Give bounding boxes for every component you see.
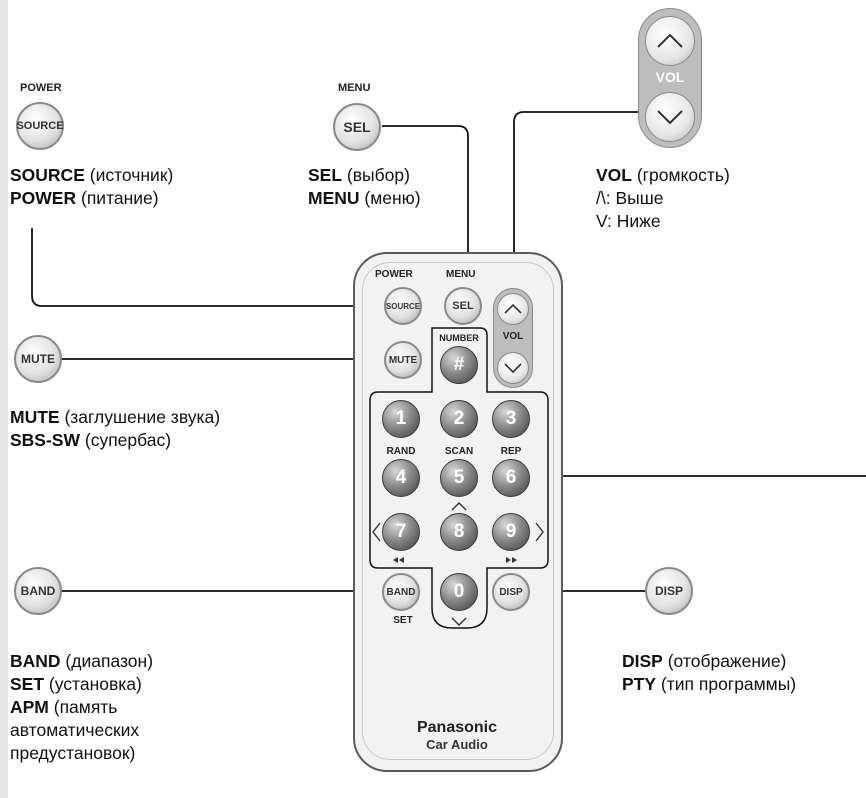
hash-button[interactable]: #	[440, 346, 478, 384]
remote-vol-down-button[interactable]	[497, 352, 529, 384]
vol-label: VOL	[655, 69, 685, 85]
fast-forward-icon	[506, 557, 517, 563]
chevron-down-icon	[504, 363, 522, 374]
left-edge-strip	[0, 0, 8, 798]
digit-0-button[interactable]: 0	[440, 573, 478, 611]
digit-3-button[interactable]: 3	[492, 400, 530, 438]
band-button[interactable]: BAND	[14, 567, 62, 615]
source-button[interactable]: SOURCE	[16, 102, 64, 150]
remote-source-button[interactable]: SOURCE	[384, 287, 422, 325]
rewind-icon	[393, 557, 404, 563]
digit-9-button[interactable]: 9	[492, 513, 530, 551]
remote-control-inner-border	[362, 262, 554, 760]
vol-down-button[interactable]	[645, 92, 695, 142]
remote-mute-button[interactable]: MUTE	[384, 341, 422, 379]
chevron-up-icon	[451, 502, 467, 511]
chevron-down-icon	[451, 617, 467, 626]
menu-caption: MENU	[338, 82, 371, 94]
chevron-up-icon	[657, 33, 683, 48]
sel-connector	[382, 125, 469, 305]
remote-disp-button[interactable]: DISP	[492, 573, 530, 611]
chevron-down-icon	[657, 110, 683, 125]
source-connector	[31, 228, 385, 307]
remote-sel-button[interactable]: SEL	[444, 287, 482, 325]
number-pad-outline	[369, 327, 549, 629]
mute-description: MUTE (заглушение звука) SBS-SW (супербас…	[10, 407, 221, 450]
sel-button[interactable]: SEL	[333, 103, 381, 151]
rand-label: RAND	[386, 446, 416, 457]
digit-6-button[interactable]: 6	[492, 459, 530, 497]
vol-connector	[513, 111, 638, 300]
disp-button[interactable]: DISP	[645, 567, 693, 615]
disp-description: DISP (отображение) PTY (тип программы)	[622, 651, 797, 694]
vol-description: VOL (громкость) /\: Выше V: Ниже	[596, 165, 730, 231]
band-description: BAND (диапазон) SET (установка) APM (пам…	[10, 651, 154, 763]
chevron-left-icon	[372, 522, 381, 542]
chevron-right-icon	[535, 522, 544, 542]
mute-button[interactable]: MUTE	[14, 335, 62, 383]
remote-power-label: POWER	[375, 269, 413, 280]
remote-number-label: NUMBER	[439, 333, 479, 343]
chevron-up-icon	[504, 303, 522, 314]
sel-description: SEL (выбор) MENU (меню)	[308, 165, 421, 208]
brand-subtitle: Car Audio	[426, 737, 488, 752]
remote-set-label: SET	[393, 615, 413, 626]
remote-menu-label: MENU	[446, 269, 476, 280]
rep-label: REP	[500, 446, 522, 457]
vol-up-button[interactable]	[645, 16, 695, 66]
power-caption: POWER	[20, 82, 62, 94]
remote-vol-up-button[interactable]	[497, 293, 529, 325]
digit-5-button[interactable]: 5	[440, 459, 478, 497]
brand-logo: Panasonic	[416, 719, 498, 736]
scan-label: SCAN	[444, 446, 474, 457]
digit-1-button[interactable]: 1	[382, 400, 420, 438]
digit-2-button[interactable]: 2	[440, 400, 478, 438]
digit-4-button[interactable]: 4	[382, 459, 420, 497]
digit-8-button[interactable]: 8	[440, 513, 478, 551]
remote-vol-label: VOL	[502, 331, 524, 342]
digit-7-button[interactable]: 7	[382, 513, 420, 551]
source-description: SOURCE (источник) POWER (питание)	[10, 165, 174, 208]
remote-band-button[interactable]: BAND	[382, 573, 420, 611]
